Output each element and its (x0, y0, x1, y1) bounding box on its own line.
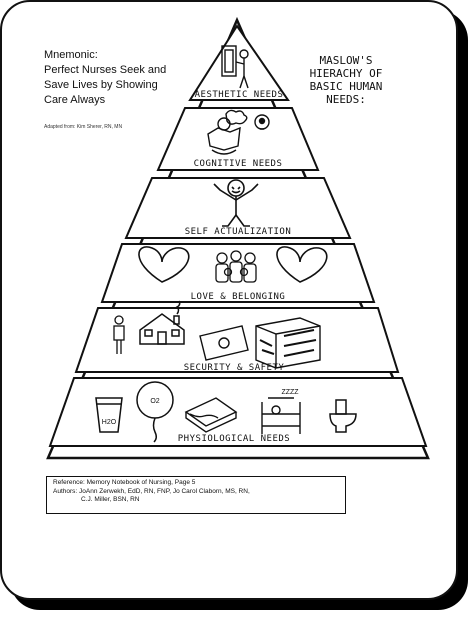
bed-icon (261, 397, 301, 434)
title-line: BASIC HUMAN (309, 80, 383, 93)
title-line: HIERACHY OF (309, 67, 383, 80)
family-icon (215, 250, 257, 283)
mnemonic-line: Save Lives by Showing (44, 79, 158, 91)
reference-line: Reference: Memory Notebook of Nursing, P… (53, 479, 196, 486)
authors-line: Authors: JoAnn Zerwekh, EdD, RN, FNP, Jo… (53, 487, 250, 495)
reference-box: Reference: Memory Notebook of Nursing, P… (46, 476, 346, 514)
water-glass-icon (95, 397, 123, 433)
lightbulb-icon (254, 114, 270, 130)
tier-label-physiological: PHYSIOLOGICAL NEEDS (178, 434, 290, 444)
sleep-label: ZZZZ (281, 389, 299, 396)
mnemonic-heading: Mnemonic: (44, 49, 98, 61)
tier-label-love: LOVE & BELONGING (191, 292, 286, 302)
title-line: NEEDS: (326, 93, 366, 106)
oxygen-balloon-icon (136, 381, 174, 443)
tier-security-box (74, 307, 400, 373)
money-icon (199, 325, 249, 361)
title-line: MASLOW'S (319, 54, 373, 67)
reading-person-icon (207, 109, 248, 155)
tier-label-aesthetic: AESTHETIC NEEDS (195, 90, 284, 100)
tier-label-cognitive: COGNITIVE NEEDS (194, 159, 283, 169)
toilet-icon (329, 399, 357, 433)
heart-icon-left (138, 246, 190, 283)
mnemonic-line: Perfect Nurses Seek and (44, 64, 167, 76)
cheering-person-icon (213, 179, 259, 227)
painting-icon (221, 45, 249, 89)
mnemonic-line: Care Always (44, 94, 106, 106)
mnemonic-block: Mnemonic: Perfect Nurses Seek and Save L… (44, 48, 184, 108)
tier-label-security: SECURITY & SAFETY (184, 363, 285, 373)
tier-physiological-box (48, 377, 428, 447)
diagram-title: MASLOW'S HIERACHY OF BASIC HUMAN NEEDS: (296, 54, 396, 106)
authors-line-continued: C.J. Miller, BSN, RN (81, 496, 140, 503)
tier-cognitive-box (156, 107, 320, 171)
heart-icon-right (276, 246, 328, 283)
adapted-credit: Adapted from: Kim Sherer, RN, MN (44, 124, 123, 130)
tier-label-self-actualization: SELF ACTUALIZATION (185, 227, 292, 237)
person-small-icon (113, 315, 125, 354)
tier-self-actualization-box (124, 177, 352, 239)
sandwich-icon (184, 397, 238, 433)
water-label: H2O (102, 419, 117, 426)
safe-box-icon (255, 317, 321, 369)
house-icon (139, 300, 185, 345)
oxygen-label: O2 (150, 398, 159, 405)
